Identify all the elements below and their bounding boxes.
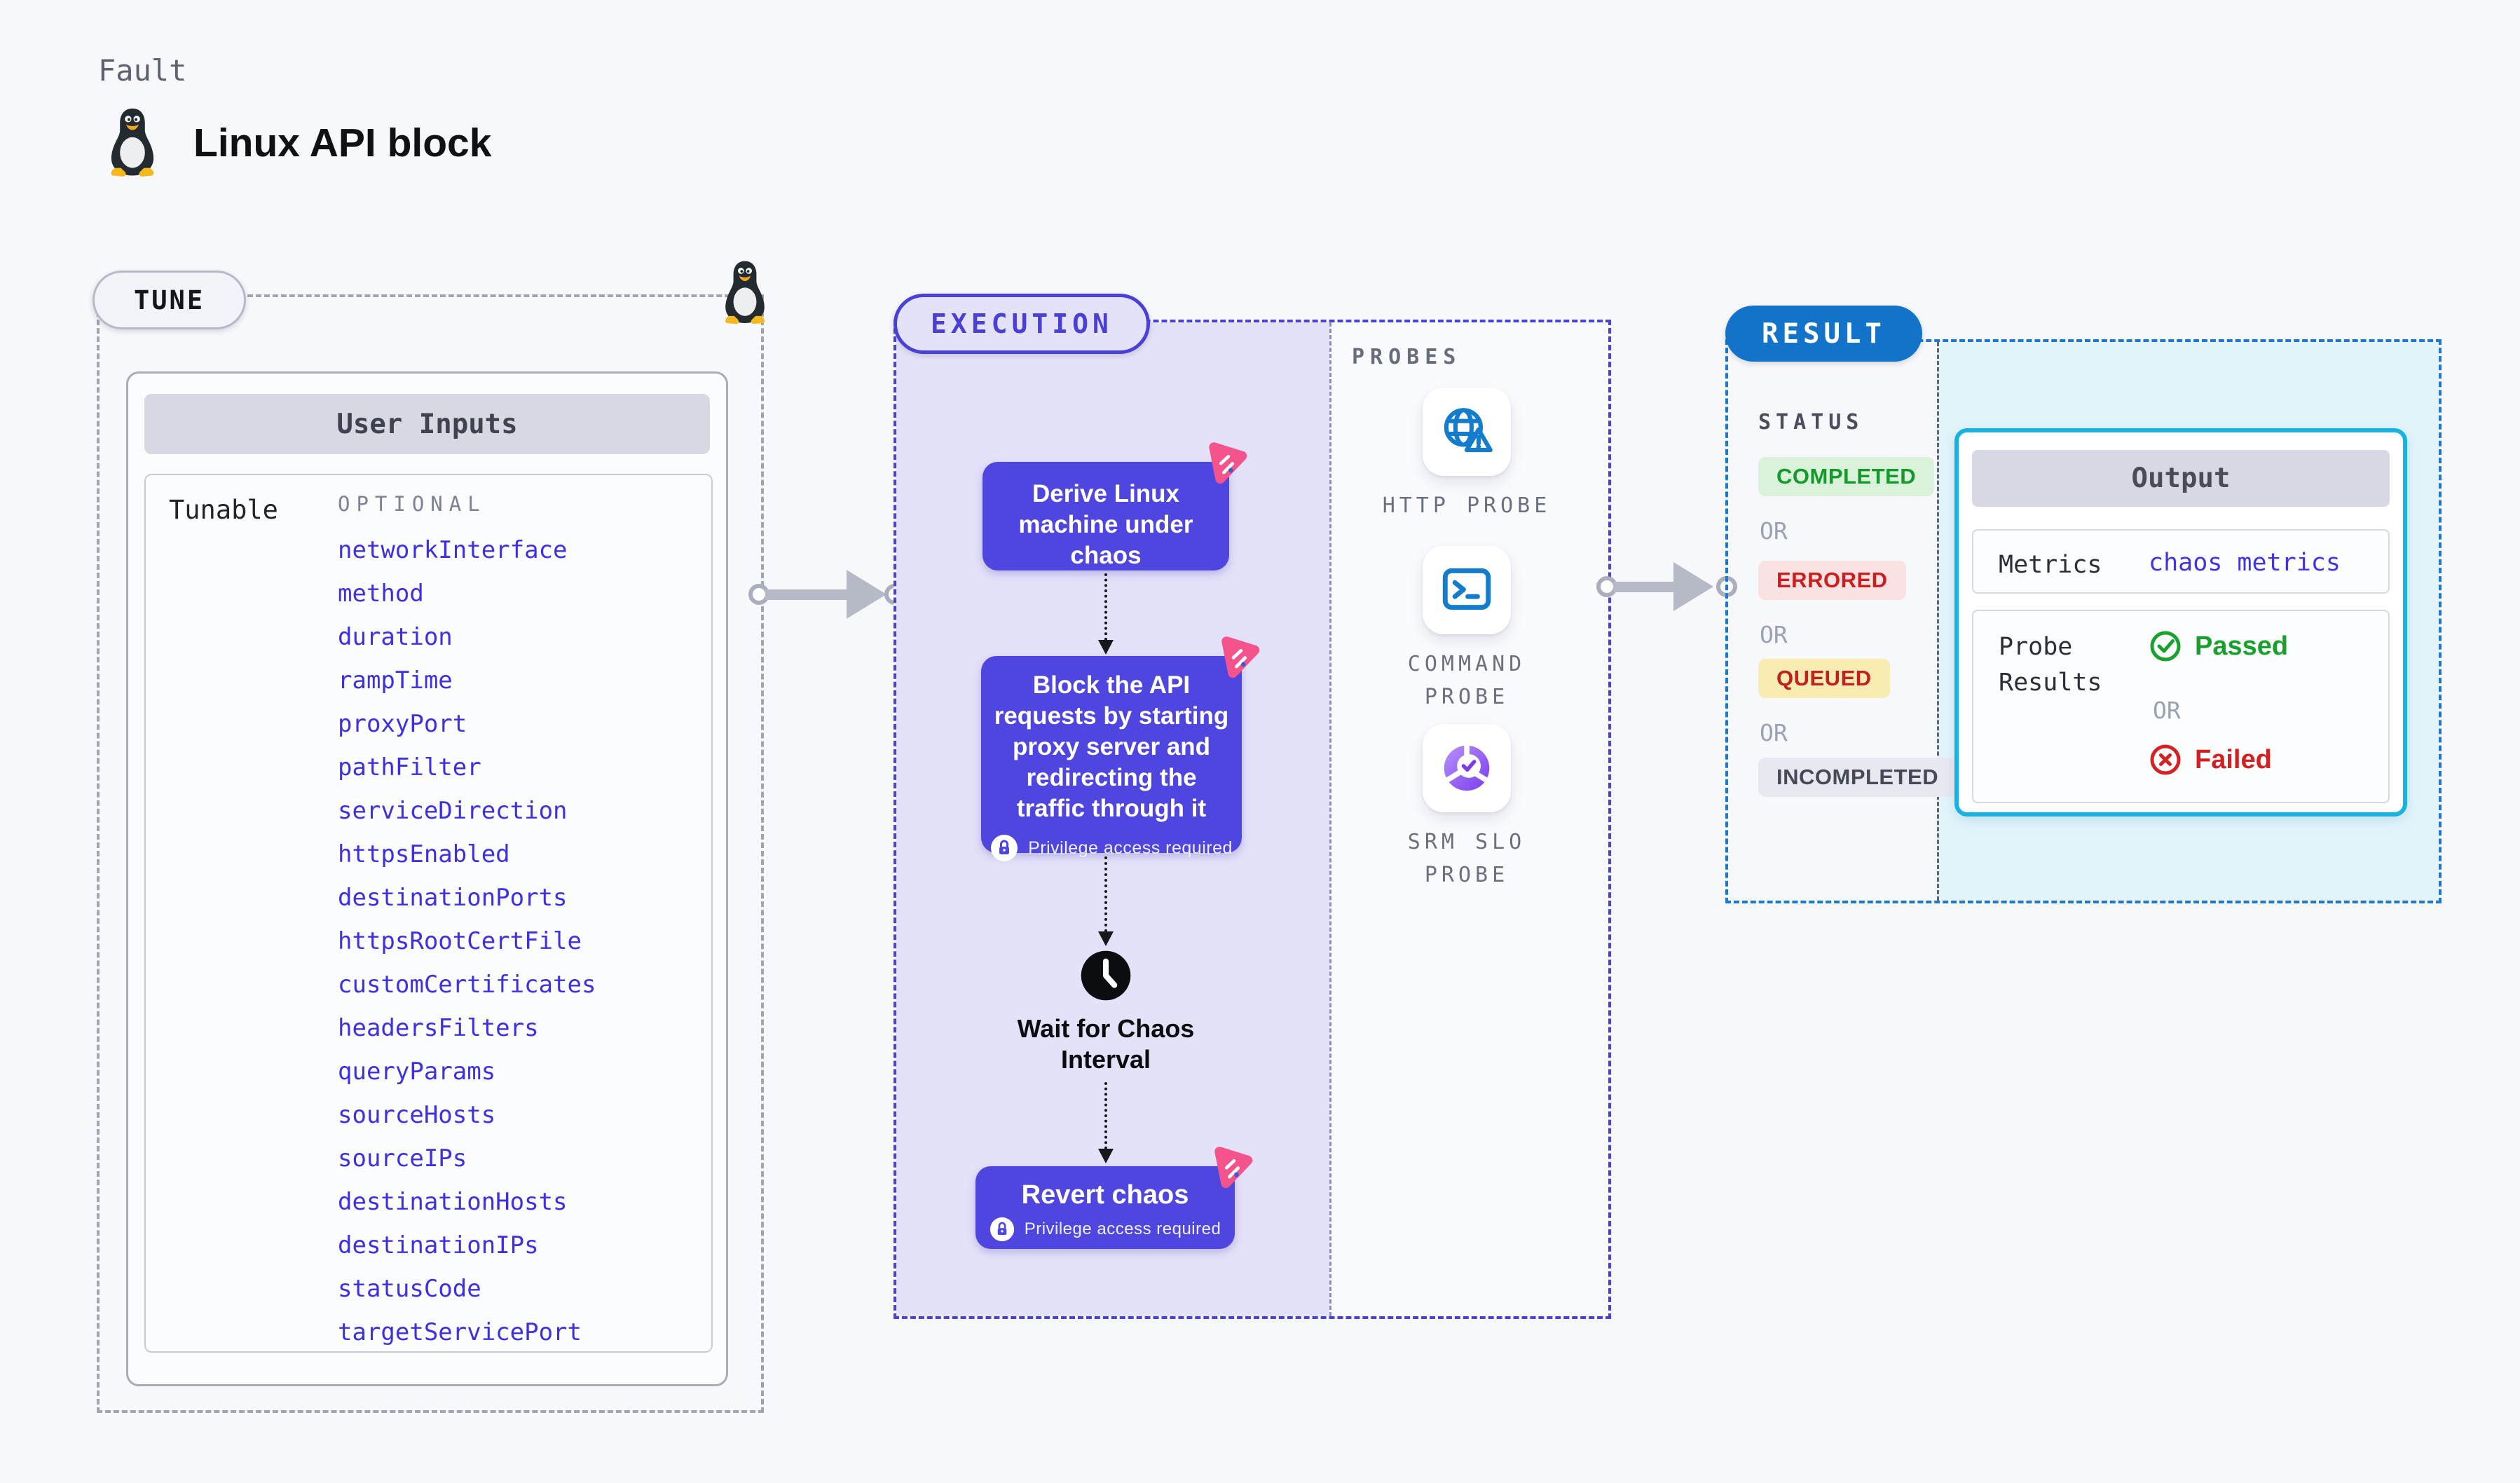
metrics-row: Metrics chaos metrics (1972, 529, 2390, 594)
tunable-item: proxyPort (338, 710, 467, 738)
srm-slo-probe-card (1423, 724, 1511, 812)
status-badge-incompleted: INCOMPLETED (1758, 758, 1957, 797)
tunable-item: sourceIPs (338, 1144, 467, 1173)
lock-icon (989, 1217, 1014, 1241)
status-badge-errored: ERRORED (1758, 561, 1906, 600)
probe-results-row: Probe Results Passed OR Failed (1972, 610, 2390, 803)
step-derive-machine: Derive Linux machine under chaos (982, 442, 1247, 570)
tunable-item: httpsEnabled (338, 840, 510, 868)
arrow-line (765, 589, 847, 600)
tunable-item: queryParams (338, 1058, 496, 1086)
user-inputs-table: Tunable OPTIONAL networkInterface method… (144, 474, 713, 1353)
probe-name: SRM SLO PROBE (1407, 830, 1526, 887)
tunable-item: destinationPorts (338, 884, 568, 912)
tux-icon-on-border (725, 261, 765, 324)
flow-connector (1098, 1082, 1114, 1163)
probe-result-failed: Failed (2149, 743, 2272, 777)
or-separator: OR (1760, 719, 1788, 746)
flow-connector (1098, 573, 1114, 655)
tune-pill: TUNE (93, 271, 247, 329)
chaos-badge-icon (1209, 442, 1247, 484)
flow-connector (1098, 856, 1114, 946)
chaos-badge-icon (1214, 1147, 1253, 1189)
probe-name: HTTP PROBE (1382, 493, 1552, 518)
metrics-value: chaos metrics (2149, 549, 2341, 577)
probe-results-label: Probe Results (1999, 633, 2102, 697)
tunable-item: method (338, 580, 424, 608)
tunable-row-label: Tunable (169, 495, 278, 525)
tunable-item: headersFilters (338, 1014, 539, 1042)
probe-name: COMMAND PROBE (1407, 652, 1526, 709)
tunable-item: sourceHosts (338, 1101, 496, 1129)
tunable-item: serviceDirection (338, 797, 568, 825)
user-inputs-card: User Inputs Tunable OPTIONAL networkInte… (126, 371, 728, 1386)
lock-icon (991, 835, 1018, 862)
tunable-item: statusCode (338, 1275, 481, 1303)
probe-http: HTTP PROBE (1376, 388, 1558, 523)
step-block-api: Block the API requests by starting proxy… (981, 636, 1260, 862)
page-title-row: Linux API block (102, 107, 491, 179)
failed-label: Failed (2195, 744, 2272, 774)
http-probe-card (1423, 388, 1511, 476)
chaos-badge-icon (1221, 636, 1260, 678)
tunable-item: rampTime (338, 667, 453, 695)
result-pill: RESULT (1725, 306, 1922, 362)
tune-section (97, 294, 764, 1413)
tunable-item: customCertificates (338, 971, 596, 999)
or-separator: OR (2153, 697, 2181, 724)
tunable-item: destinationIPs (338, 1231, 539, 1259)
probe-result-passed: Passed (2149, 629, 2288, 663)
optional-column-header: OPTIONAL (338, 492, 486, 516)
arrow-head (1673, 562, 1713, 611)
tunable-item: destinationHosts (338, 1188, 568, 1216)
metrics-label: Metrics (1999, 551, 2102, 579)
linux-tux-icon (111, 108, 154, 177)
check-circle-icon (2150, 631, 2181, 662)
user-inputs-header: User Inputs (144, 394, 710, 454)
tunable-items-list: networkInterface method duration rampTim… (338, 538, 596, 1344)
tunable-item: targetServicePort (338, 1318, 582, 1346)
result-divider (1937, 342, 1939, 901)
tunable-item: networkInterface (338, 536, 568, 564)
globe-alert-icon (1444, 408, 1493, 453)
privilege-row: Privilege access required (984, 1217, 1226, 1242)
privilege-row: Privilege access required (989, 834, 1233, 862)
page-title: Linux API block (193, 121, 492, 165)
status-badge-queued: QUEUED (1758, 659, 1890, 698)
clock-icon (1079, 949, 1132, 1002)
step-label: Derive Linux machine under chaos (1018, 480, 1193, 570)
or-separator: OR (1760, 621, 1788, 648)
step-label: Revert chaos (1021, 1180, 1189, 1210)
tunable-item: duration (338, 623, 453, 651)
probe-command: COMMAND PROBE (1376, 546, 1558, 713)
execution-probes-divider (1329, 322, 1331, 1316)
output-card: Output Metrics chaos metrics Probe Resul… (1954, 428, 2407, 816)
tunable-item: httpsRootCertFile (338, 927, 582, 955)
or-separator: OR (1760, 517, 1788, 545)
command-probe-card (1423, 546, 1511, 634)
slo-donut-icon (1444, 745, 1490, 791)
status-label: STATUS (1758, 410, 1864, 435)
execution-pill: EXECUTION (893, 294, 1150, 354)
x-circle-icon (2150, 744, 2181, 775)
wait-step-label: Wait for Chaos Interval (1017, 1014, 1195, 1074)
output-header: Output (1972, 450, 2390, 507)
tunable-item: pathFilter (338, 753, 481, 781)
terminal-icon (1442, 568, 1491, 610)
fault-kicker: Fault (98, 53, 187, 88)
step-label: Block the API requests by starting proxy… (994, 671, 1229, 823)
arrow-line (1613, 582, 1673, 592)
privilege-label: Privilege access required (1028, 838, 1233, 858)
status-badge-completed: COMPLETED (1758, 457, 1935, 496)
passed-label: Passed (2195, 631, 2289, 661)
probe-srm-slo: SRM SLO PROBE (1376, 724, 1558, 891)
arrow-head (847, 570, 886, 619)
probes-label: PROBES (1352, 345, 1462, 369)
privilege-label: Privilege access required (1024, 1219, 1221, 1238)
step-revert-chaos: Revert chaos Privilege access required (975, 1147, 1253, 1249)
